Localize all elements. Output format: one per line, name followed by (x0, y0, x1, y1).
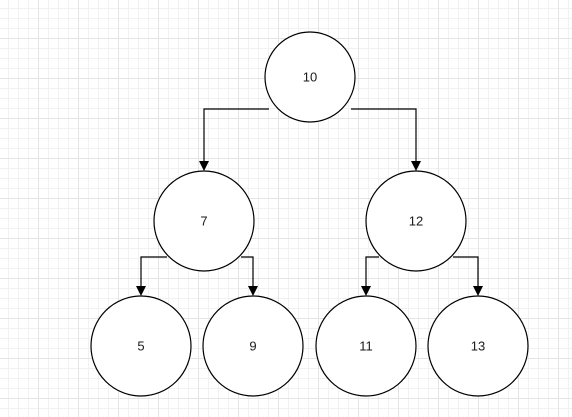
tree-node-9: 9 (202, 295, 304, 397)
edge-n10-to-n12 (351, 108, 421, 171)
node-label: 13 (471, 339, 485, 354)
edge-n7-to-n5 (136, 256, 167, 296)
node-circle (315, 295, 417, 397)
tree-node-12: 12 (365, 170, 467, 272)
node-circle (90, 295, 192, 397)
tree-node-11: 11 (315, 295, 417, 397)
node-label: 9 (249, 339, 256, 354)
nodes-layer: 10 7 12 5 9 11 13 (90, 31, 529, 397)
node-circle (153, 170, 255, 272)
node-circle (264, 31, 356, 123)
edge-n12-to-n13 (453, 256, 483, 296)
node-label: 12 (409, 214, 423, 229)
tree-node-7: 7 (153, 170, 255, 272)
tree-node-13: 13 (427, 295, 529, 397)
edge-n12-to-n11 (361, 256, 379, 296)
node-circle (202, 295, 304, 397)
tree-node-5: 5 (90, 295, 192, 397)
node-label: 11 (359, 339, 373, 354)
node-label: 7 (200, 214, 207, 229)
edges-layer (136, 108, 483, 296)
edge-n7-to-n9 (241, 256, 258, 296)
node-circle (427, 295, 529, 397)
node-circle (365, 170, 467, 272)
tree-node-10: 10 (264, 31, 356, 123)
node-label: 10 (303, 70, 317, 85)
edge-n10-to-n7 (199, 108, 269, 171)
node-label: 5 (137, 339, 144, 354)
